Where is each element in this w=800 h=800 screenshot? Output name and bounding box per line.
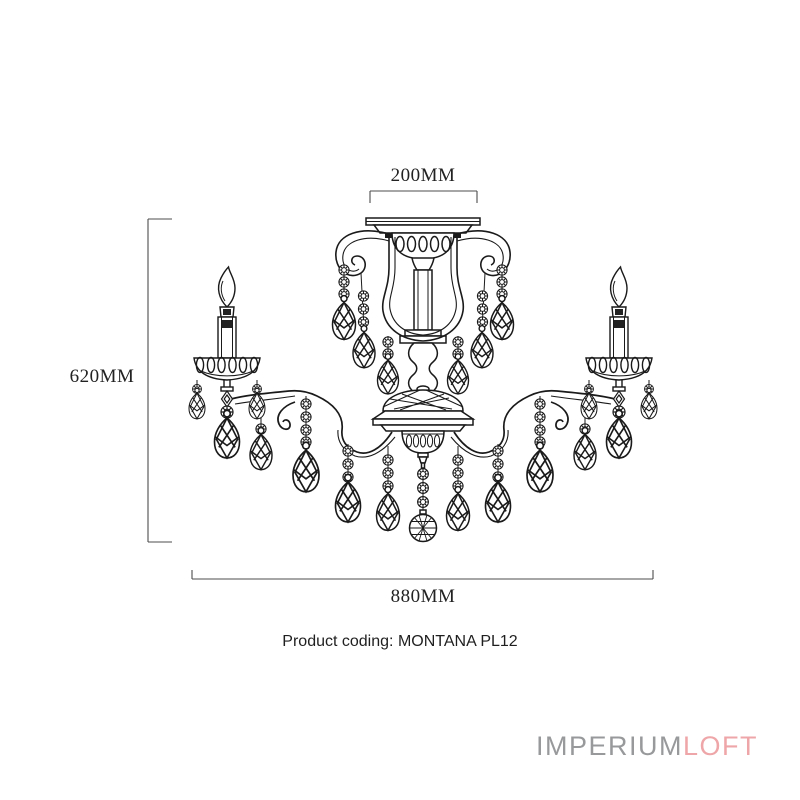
product-coding-label: Product coding: — [282, 633, 394, 650]
candle-right — [581, 267, 657, 458]
dimension-label-canopy-width: 200MM — [390, 165, 456, 186]
candle-left — [189, 267, 265, 458]
brand-logo-imperium: IMPERIUM — [535, 731, 683, 761]
product-coding-value: MONTANA PL12 — [397, 633, 518, 650]
dimension-line-height — [147, 218, 172, 543]
product-coding-line: Product coding: MONTANA PL12 — [240, 633, 560, 651]
dimension-label-total-width: 880MM — [390, 586, 456, 607]
dimension-lines — [147, 190, 654, 580]
dimension-line-total-width — [191, 570, 654, 580]
dimension-label-height: 620MM — [69, 366, 135, 387]
brand-logo: IMPERIUMLOFT — [536, 731, 758, 762]
dimension-line-canopy-width — [369, 190, 478, 203]
lattice-dome-pattern — [382, 389, 464, 411]
chandelier-center-column — [365, 217, 481, 543]
brand-logo-loft: LOFT — [682, 731, 758, 761]
